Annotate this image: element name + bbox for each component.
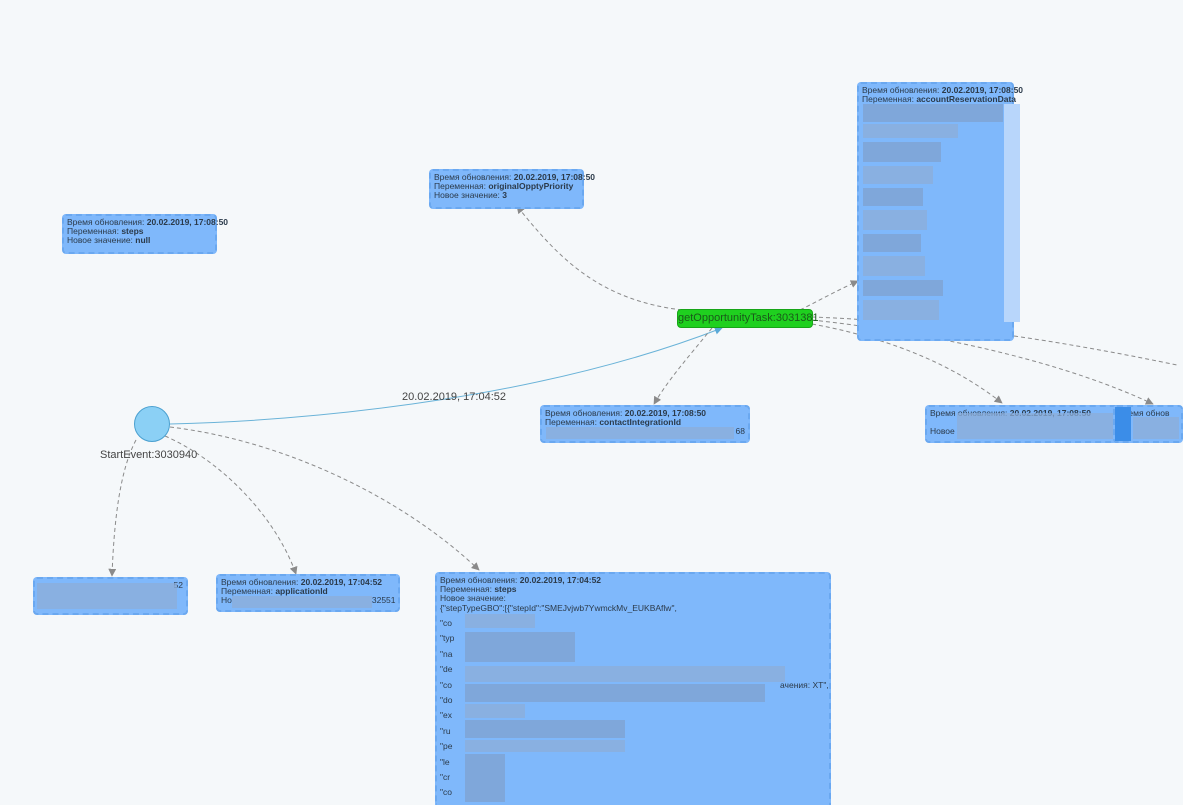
- card-value-row: 68: [735, 426, 745, 436]
- redacted-block: [1004, 104, 1020, 322]
- redacted-block: [232, 596, 372, 608]
- variable-card-bottom-left[interactable]: 52: [33, 577, 188, 615]
- step-line: "do: [440, 695, 453, 706]
- variable-card-right-1[interactable]: Время обновления: 20.02.2019, 17:08:50 Н…: [925, 405, 1125, 443]
- redacted-block: [465, 614, 535, 628]
- redacted-block: [465, 666, 785, 682]
- step-line: "na: [440, 648, 453, 659]
- edge-start-to-steps-main[interactable]: [169, 426, 480, 571]
- variable-card-contact[interactable]: Время обновления: 20.02.2019, 17:08:50 П…: [540, 405, 750, 443]
- step-line: "ex: [440, 710, 452, 721]
- card-time-row: Время обновления: 20.02.2019, 17:08:50: [862, 85, 1024, 95]
- main-edge-label: 20.02.2019, 17:04:52: [402, 391, 506, 403]
- card-variable-row: Переменная: steps: [440, 584, 517, 594]
- task-node[interactable]: getOpportunityTask:3031381: [677, 309, 819, 328]
- redacted-block: [863, 166, 933, 184]
- redacted-block: [465, 720, 625, 738]
- edge-task-to-priority[interactable]: [516, 205, 683, 311]
- card-time-row: 52: [173, 580, 183, 590]
- card-time-row: Время обновления: 20.02.2019, 17:04:52: [440, 575, 602, 585]
- redacted-block: [465, 632, 575, 662]
- card-value-first-line: {"stepTypeGBO":[{"stepId":"SMEJvjwb7Ywmc…: [440, 603, 677, 613]
- redacted-block: [37, 583, 177, 609]
- card-time-row: Время обновления: 20.02.2019, 17:04:52: [221, 577, 383, 587]
- card-value-row: Новое значение: null: [67, 235, 151, 245]
- card-value-label: Новое значение:: [440, 593, 506, 603]
- card-variable-row: Переменная: steps: [67, 226, 144, 236]
- edge-start-to-application[interactable]: [164, 435, 298, 575]
- start-event-label: StartEvent:3030940: [100, 449, 198, 461]
- card-value-row: Новое: [930, 426, 955, 436]
- redacted-block: [957, 413, 1117, 439]
- redacted-block: [465, 704, 525, 718]
- card-time-row: Время обновления: 20.02.2019, 17:08:50: [545, 408, 707, 418]
- card-time-row: Время обнов: [1118, 408, 1170, 418]
- step-line: "pe: [440, 741, 453, 752]
- card-variable-row: Переменная: originalOpptyPriority: [434, 181, 574, 191]
- step-line: "typ: [440, 633, 455, 644]
- variable-card-steps-top[interactable]: Время обновления: 20.02.2019, 17:08:50 П…: [62, 214, 229, 254]
- variable-card-application[interactable]: Время обновления: 20.02.2019, 17:04:52 П…: [216, 574, 400, 612]
- edge-start-to-bottom-left[interactable]: [108, 439, 137, 577]
- redacted-block: [546, 427, 734, 439]
- edge-task-to-right1[interactable]: [811, 323, 1003, 404]
- redacted-block: [863, 124, 958, 138]
- card-value-row: Новое значение: 3: [434, 190, 508, 200]
- variable-card-priority[interactable]: Время обновления: 20.02.2019, 17:08:50 П…: [429, 169, 596, 209]
- step-line: "cr: [440, 772, 451, 783]
- redacted-block: [863, 234, 921, 252]
- redacted-block: [863, 188, 923, 206]
- card-time-row: Время обновления: 20.02.2019, 17:08:50: [67, 217, 229, 227]
- redacted-block: [863, 104, 1003, 122]
- step-line: "co: [440, 618, 452, 628]
- card-variable-row: Переменная: applicationId: [221, 586, 328, 596]
- step-line: "co: [440, 787, 452, 798]
- start-event-node[interactable]: [134, 406, 170, 442]
- step-line: "de: [440, 664, 453, 675]
- redacted-block: [1115, 407, 1131, 441]
- redacted-block: [863, 142, 941, 162]
- card-variable-row: Переменная: contactIntegrationId: [545, 417, 682, 427]
- redacted-block: [863, 256, 925, 276]
- redacted-block: [863, 300, 939, 320]
- variable-card-right-2[interactable]: Время обнов: [1113, 405, 1183, 443]
- card-variable-row: Переменная: accountReservationData: [862, 94, 1016, 104]
- redacted-block: [863, 280, 943, 296]
- card-time-row: Время обновления: 20.02.2019, 17:08:50: [434, 172, 596, 182]
- redacted-block: [465, 740, 625, 752]
- redacted-block: [1133, 417, 1179, 439]
- redacted-block: [863, 210, 927, 230]
- step-line: "ru: [440, 725, 451, 736]
- step-line: "le: [440, 756, 450, 767]
- variable-card-steps-main[interactable]: Время обновления: 20.02.2019, 17:04:52 П…: [435, 572, 831, 805]
- redacted-block: [465, 754, 505, 802]
- edge-task-to-contact[interactable]: [653, 327, 713, 405]
- redacted-block: [465, 684, 765, 702]
- edge-start-to-task[interactable]: [169, 326, 723, 425]
- edge-task-to-account[interactable]: [799, 280, 859, 311]
- variable-card-account-reservation[interactable]: Время обновления: 20.02.2019, 17:08:50 П…: [857, 82, 1024, 341]
